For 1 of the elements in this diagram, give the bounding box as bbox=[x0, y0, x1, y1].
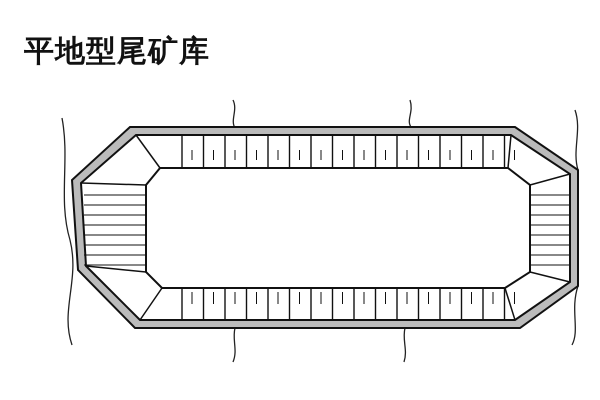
diagram-title: 平地型尾矿库 bbox=[24, 34, 210, 70]
